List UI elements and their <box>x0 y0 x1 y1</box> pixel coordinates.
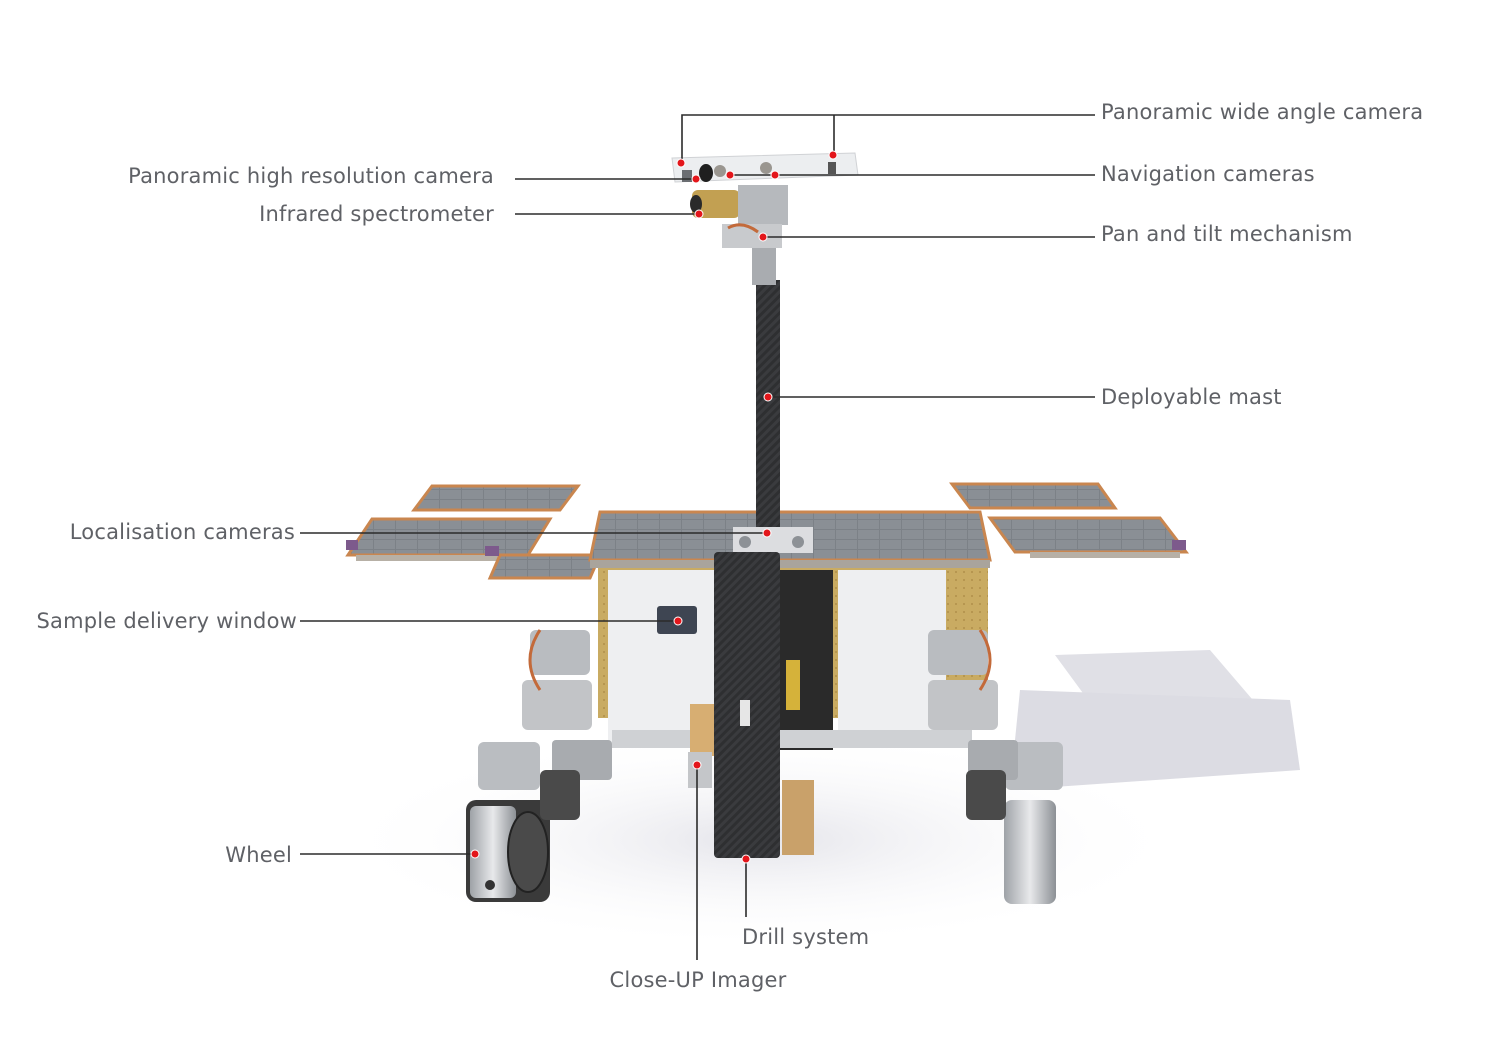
marker-pan-tilt <box>758 232 768 242</box>
marker-panoramic-wide-angle-right <box>828 150 838 160</box>
marker-pan-hi-res <box>691 174 701 184</box>
marker-navcam-left <box>725 170 735 180</box>
label-close-up-imager: Close-UP Imager <box>609 968 787 992</box>
marker-drill <box>741 854 751 864</box>
leader-lines <box>300 114 1095 960</box>
label-wheel: Wheel <box>225 843 292 867</box>
mast <box>733 240 813 553</box>
marker-panoramic-wide-angle-left <box>676 158 686 168</box>
label-pan-and-tilt-mechanism: Pan and tilt mechanism <box>1101 222 1353 246</box>
label-panoramic-high-resolution-camera: Panoramic high resolution camera <box>128 164 494 188</box>
label-navigation-cameras: Navigation cameras <box>1101 162 1315 186</box>
solar-panels-left <box>345 484 603 580</box>
solar-panels-right <box>949 482 1190 558</box>
label-sample-delivery-window: Sample delivery window <box>36 609 297 633</box>
label-localisation-cameras: Localisation cameras <box>69 520 295 544</box>
marker-infrared <box>694 209 704 219</box>
marker-localisation <box>762 528 772 538</box>
marker-sample-window <box>673 616 683 626</box>
marker-mast <box>763 392 773 402</box>
markers <box>470 150 838 864</box>
drill-box <box>688 552 814 858</box>
marker-navcam-right <box>770 170 780 180</box>
wheels <box>466 770 1056 904</box>
label-drill-system: Drill system <box>742 925 870 949</box>
label-infrared-spectrometer: Infrared spectrometer <box>259 202 494 226</box>
marker-wheel <box>470 849 480 859</box>
marker-close-up-imager <box>692 760 702 770</box>
label-panoramic-wide-angle-camera: Panoramic wide angle camera <box>1101 100 1424 124</box>
label-deployable-mast: Deployable mast <box>1101 385 1282 409</box>
